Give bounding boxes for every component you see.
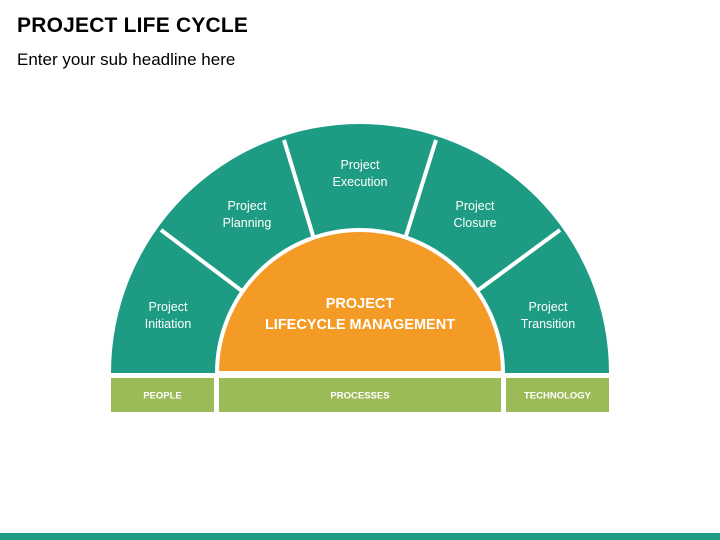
bar-processes: PROCESSES — [219, 378, 501, 412]
segment-initiation: Project Initiation — [145, 300, 192, 331]
bar-technology-box — [506, 378, 609, 412]
bar-people-box — [111, 378, 214, 412]
segment-label-line1: Project — [149, 300, 188, 314]
segment-closure: Project Closure — [453, 199, 496, 230]
bar-technology: TECHNOLOGY — [506, 378, 609, 412]
segment-planning: Project Planning — [223, 199, 272, 230]
page-subtitle: Enter your sub headline here — [17, 50, 236, 69]
bar-processes-box — [219, 378, 501, 412]
bar-people: PEOPLE — [111, 378, 214, 412]
bar-processes-label: PROCESSES — [330, 391, 389, 402]
segment-label-line1: Project — [529, 300, 568, 314]
segment-label-line1: Project — [228, 199, 267, 213]
center-label: PROJECT LIFECYCLE MANAGEMENT — [265, 296, 455, 333]
segment-label-line2: Transition — [521, 317, 575, 331]
segment-label-line2: Closure — [453, 216, 496, 230]
segment-label-line1: Project — [341, 158, 380, 172]
page-title: PROJECT LIFE CYCLE — [17, 14, 249, 37]
segment-label-line2: Planning — [223, 216, 272, 230]
segment-transition: Project Transition — [521, 300, 575, 331]
bar-technology-label: TECHNOLOGY — [524, 391, 592, 402]
footer-accent-line — [0, 533, 720, 540]
segment-label-line2: Initiation — [145, 317, 192, 331]
segment-label-line2: Execution — [333, 175, 388, 189]
center-semicircle — [214, 228, 506, 375]
bar-people-label: PEOPLE — [143, 391, 182, 402]
segment-separators — [159, 139, 562, 293]
center-label-line1: PROJECT — [326, 296, 395, 312]
center-label-line2: LIFECYCLE MANAGEMENT — [265, 317, 455, 333]
segment-label-line1: Project — [456, 199, 495, 213]
segment-execution: Project Execution — [333, 158, 388, 189]
